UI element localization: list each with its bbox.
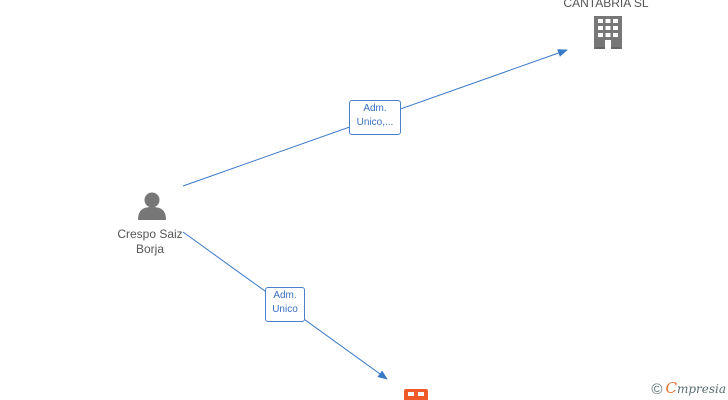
edge-label-line2: Unico,... xyxy=(356,117,394,128)
company-top-label[interactable]: CANTABRIA SL xyxy=(546,0,666,11)
person-icon[interactable] xyxy=(138,192,166,221)
company-icon[interactable] xyxy=(404,389,428,400)
edge-label-line1: Adm. xyxy=(273,290,297,301)
edge-label-adm-unico-bottom[interactable]: Adm. Unico xyxy=(265,287,305,322)
logo-initial: C xyxy=(665,379,677,397)
company-top-name: CANTABRIA SL xyxy=(563,0,649,10)
person-name-line2: Borja xyxy=(135,242,164,256)
edge-label-line2: Unico xyxy=(272,304,298,315)
building-icon[interactable] xyxy=(594,16,622,49)
logo-text: mpresia xyxy=(676,382,726,396)
person-name-line1: Crespo Saiz xyxy=(117,227,183,241)
edge-label-adm-unico-top[interactable]: Adm. Unico,... xyxy=(349,100,401,135)
person-label[interactable]: Crespo Saiz Borja xyxy=(100,227,200,257)
edge-label-line1: Adm. xyxy=(363,103,387,114)
copyright-icon: © xyxy=(651,381,663,398)
empresia-logo: ©Cmpresia xyxy=(651,379,726,398)
